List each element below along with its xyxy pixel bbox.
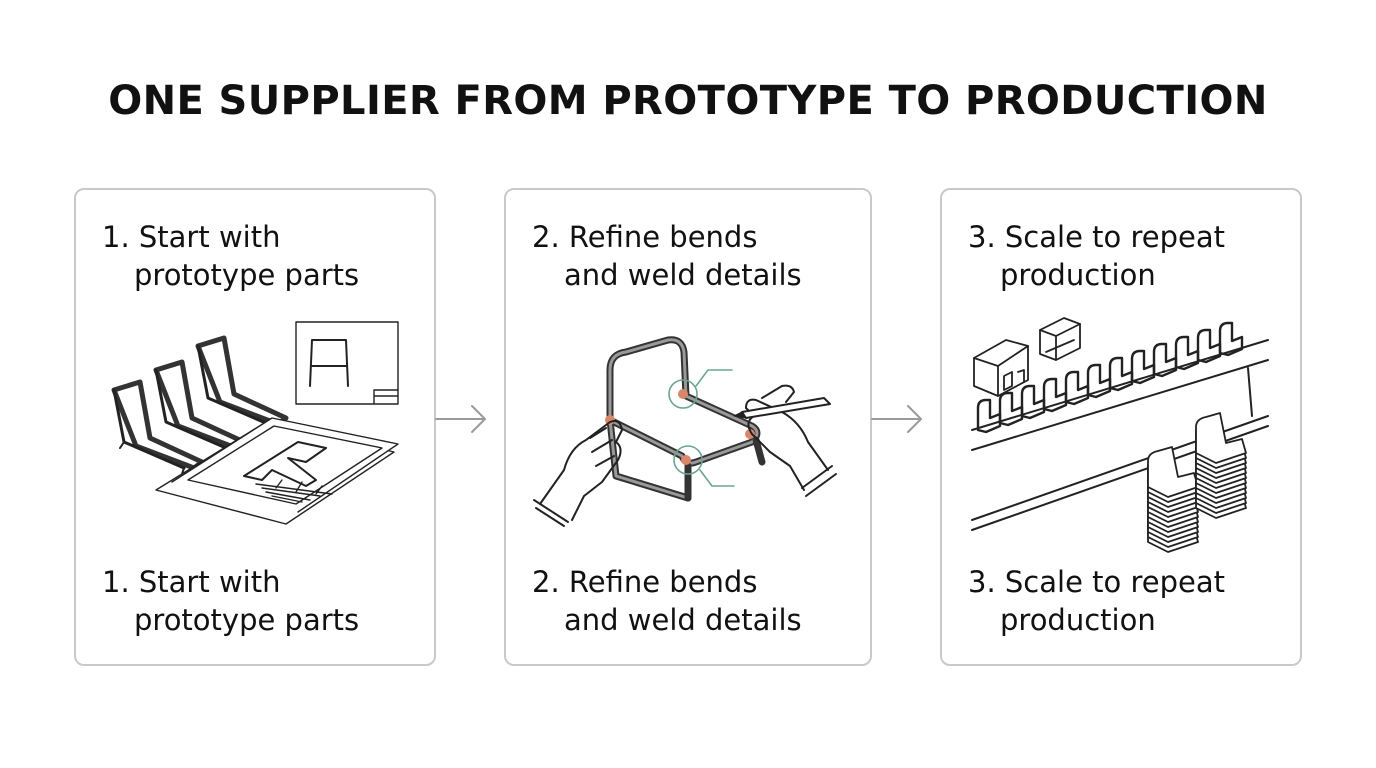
step-card-3: 3. Scale to repeat production 3. Scale	[940, 188, 1302, 666]
machine-icon	[973, 317, 1081, 397]
chair-frame-icon	[1218, 321, 1244, 357]
pencil-icon	[733, 397, 831, 419]
step-2-label-top: 2. Refine bends and weld details	[532, 218, 802, 294]
arrow-right-icon	[435, 405, 486, 433]
step-card-2: 2. Refine bends and weld details	[504, 188, 872, 666]
step-3-line2-repeat: production	[1000, 603, 1156, 637]
step-2-line1-repeat: 2. Refine bends	[532, 565, 758, 599]
step-3-label-bottom: 3. Scale to repeat production	[968, 563, 1225, 639]
hands-icon	[533, 384, 837, 527]
step-1-line2: prototype parts	[134, 258, 360, 292]
prototype-parts-illustration	[111, 321, 399, 525]
production-line-icon	[976, 321, 1244, 434]
step-2-line1: 2. Refine bends	[532, 220, 758, 254]
step-1-line1-repeat: 1. Start with	[102, 565, 281, 599]
stacked-frame-icon	[1195, 412, 1247, 464]
step-1-label-top: 1. Start with prototype parts	[102, 218, 359, 294]
step-2-line2: and weld details	[564, 258, 802, 292]
step-3-line2: production	[1000, 258, 1156, 292]
drawing-icon	[295, 321, 399, 405]
diagram-title: ONE SUPPLIER FROM PROTOTYPE TO PRODUCTIO…	[108, 78, 1268, 124]
refine-bends-illustration	[533, 336, 837, 527]
step-2-line2-repeat: and weld details	[564, 603, 802, 637]
step-1-line1: 1. Start with	[102, 220, 281, 254]
weld-points	[605, 389, 755, 465]
callout-lines	[668, 369, 735, 487]
arrow-right-icon	[871, 405, 922, 433]
repeat-production-illustration	[971, 317, 1269, 553]
stacked-frames-icon	[1147, 446, 1199, 553]
step-card-1: 1. Start with prototype parts	[74, 188, 436, 666]
step-3-line1-repeat: 3. Scale to repeat	[968, 565, 1225, 599]
step-2-label-bottom: 2. Refine bends and weld details	[532, 563, 802, 639]
blueprint-icon	[155, 417, 399, 525]
step-3-line1: 3. Scale to repeat	[968, 220, 1225, 254]
chair-frame-icon	[1064, 370, 1090, 406]
stacked-frame-icon	[1147, 446, 1199, 498]
step-3-label-top: 3. Scale to repeat production	[968, 218, 1225, 294]
step-1-label-bottom: 1. Start with prototype parts	[102, 563, 359, 639]
step-1-line2-repeat: prototype parts	[134, 603, 360, 637]
